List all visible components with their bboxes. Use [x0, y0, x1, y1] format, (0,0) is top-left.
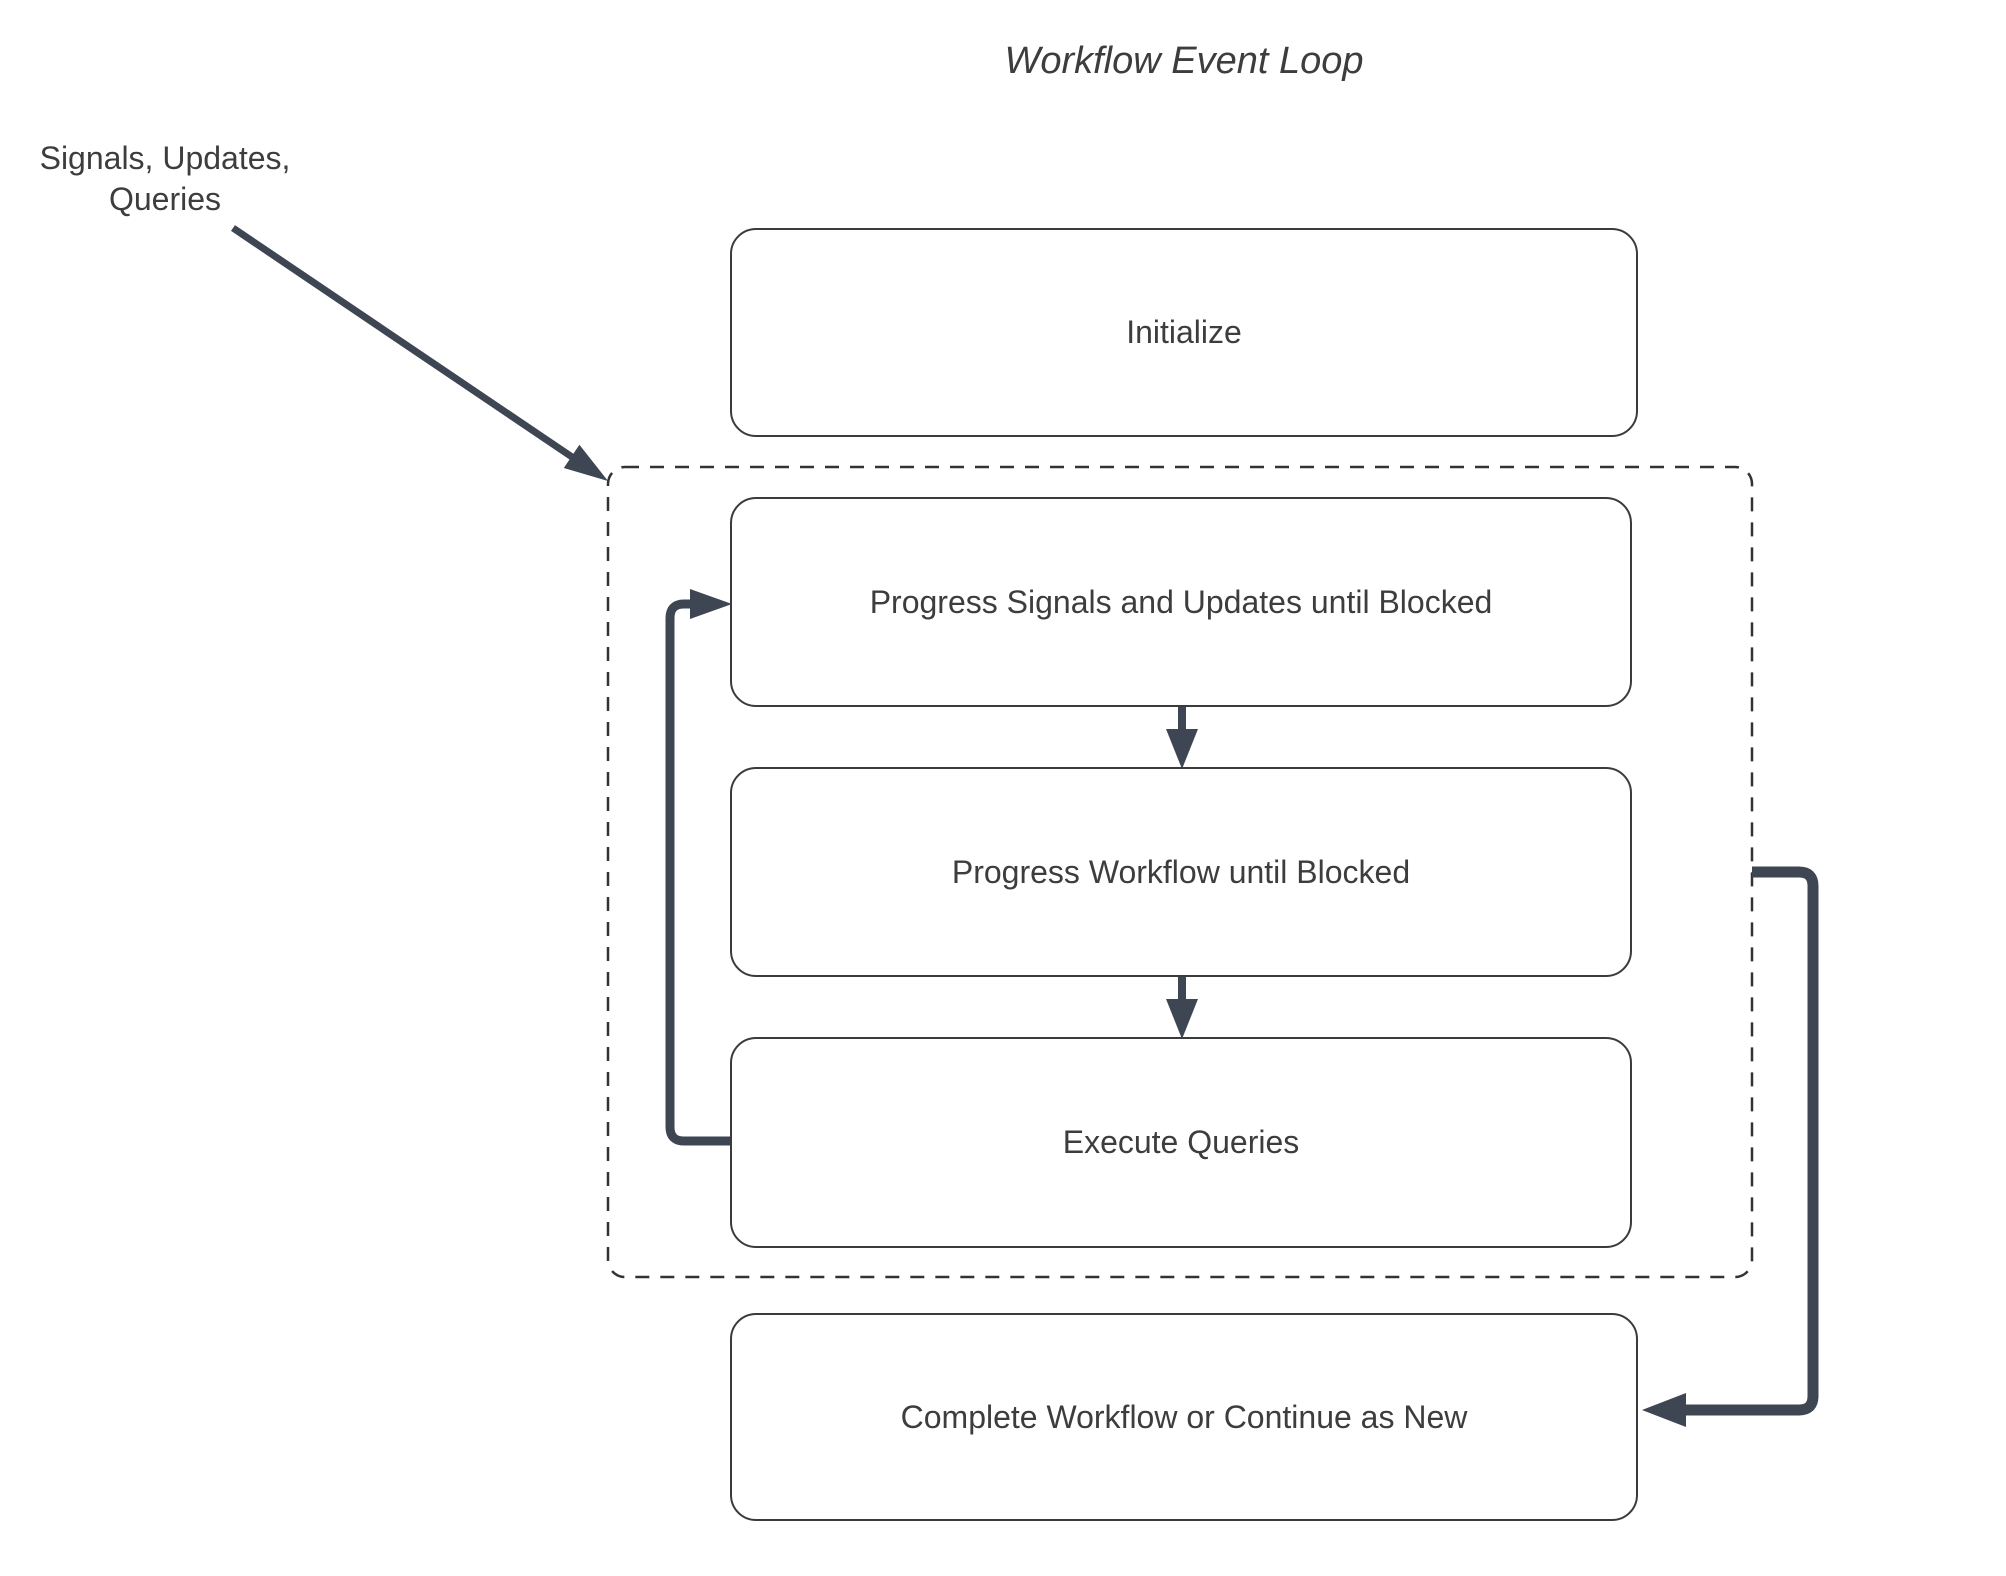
node-execute-queries-label: Execute Queries — [1062, 1124, 1300, 1160]
node-progress-workflow-label: Progress Workflow until Blocked — [951, 853, 1411, 890]
loop-back-connector — [665, 589, 736, 1146]
input-arrow — [231, 225, 608, 481]
arrow-signals-to-workflow — [1166, 706, 1198, 769]
node-initialize: Initialize — [730, 228, 1638, 437]
diagram-title: Workflow Event Loop — [1004, 40, 1364, 82]
external-input-label-line1: Signals, Updates, — [39, 140, 291, 176]
external-input-label-line2: Queries — [108, 181, 222, 217]
node-complete-workflow-label: Complete Workflow or Continue as New — [900, 1398, 1468, 1435]
external-input-label: Signals, Updates, Queries — [30, 138, 300, 220]
exit-connector — [1642, 866, 1819, 1427]
event-loop-boundary — [606, 465, 1754, 1279]
node-initialize-label: Initialize — [1126, 314, 1242, 350]
arrow-workflow-to-queries — [1166, 977, 1198, 1039]
node-progress-workflow: Progress Workflow until Blocked — [730, 767, 1632, 977]
node-complete-workflow: Complete Workflow or Continue as New — [730, 1313, 1638, 1521]
node-execute-queries: Execute Queries — [730, 1037, 1632, 1248]
node-progress-signals-updates: Progress Signals and Updates until Block… — [730, 497, 1632, 707]
node-progress-signals-updates-label: Progress Signals and Updates until Block… — [869, 583, 1493, 620]
